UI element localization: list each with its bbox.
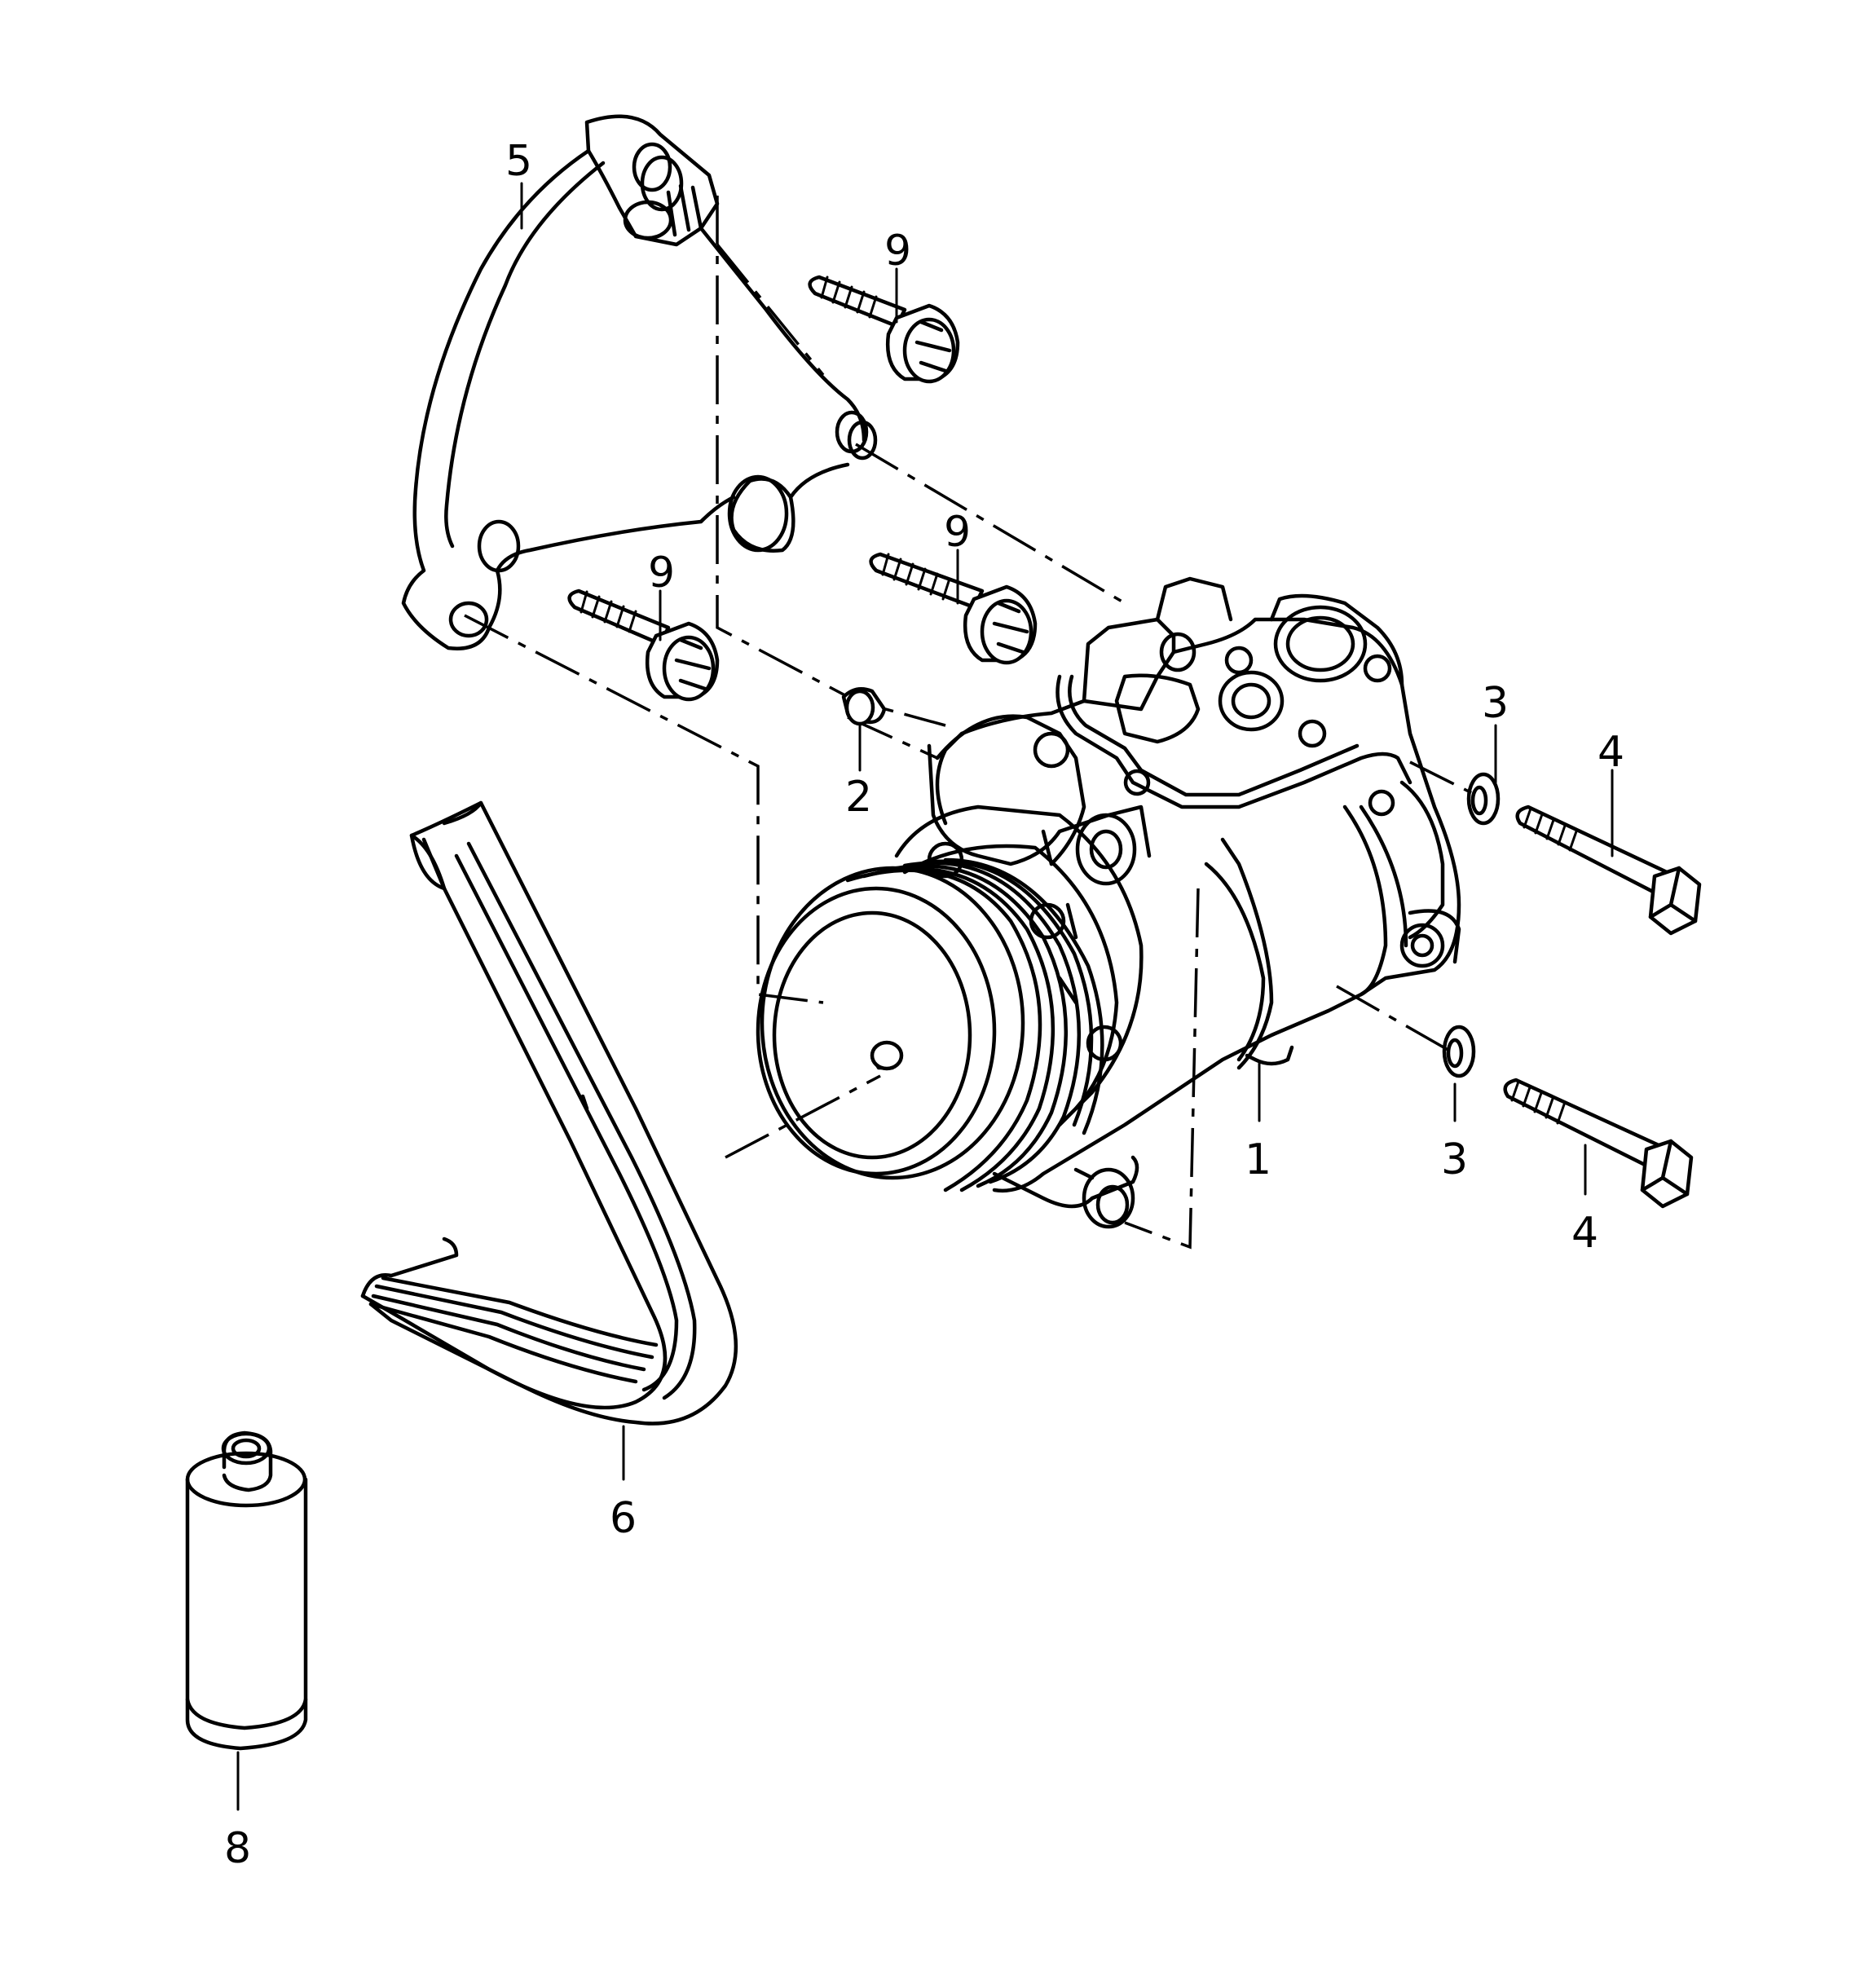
callout-2: 2 [845, 773, 872, 822]
callout-8: 8 [224, 1824, 251, 1873]
washer-part-3-top [1466, 772, 1501, 826]
assembly-dash-lines [464, 196, 1476, 1250]
belt-part-6 [360, 800, 738, 1426]
bolt-part-9-middle [869, 552, 1038, 665]
pulley [756, 857, 1104, 1192]
bolt-part-9-left [567, 588, 720, 702]
callout-4-bottom: 4 [1571, 1209, 1598, 1258]
bolt-part-4-bottom [1503, 1078, 1694, 1209]
washer-part-3-bottom [1442, 1025, 1476, 1078]
bolt-part-4-top [1515, 804, 1702, 936]
callout-1: 1 [1245, 1135, 1271, 1184]
callout-leaders [236, 182, 1614, 1811]
oil-bottle-part-8 [185, 1430, 308, 1751]
bolt-part-9-top [808, 275, 960, 384]
callout-3-top: 3 [1482, 679, 1509, 728]
callout-5: 5 [505, 137, 532, 186]
callout-4-top: 4 [1598, 728, 1624, 777]
callout-9-top: 9 [884, 227, 911, 275]
callout-9-left: 9 [648, 549, 675, 597]
callout-9-middle: 9 [944, 508, 971, 557]
callout-6: 6 [610, 1494, 637, 1543]
compressor-part-1 [894, 576, 1461, 1229]
sleeve-part-2 [841, 686, 887, 726]
callout-labels: 5 9 9 9 2 3 4 1 3 4 6 8 [224, 137, 1624, 1873]
bracket-part-5 [401, 114, 878, 650]
callout-3-bottom: 3 [1441, 1135, 1468, 1184]
